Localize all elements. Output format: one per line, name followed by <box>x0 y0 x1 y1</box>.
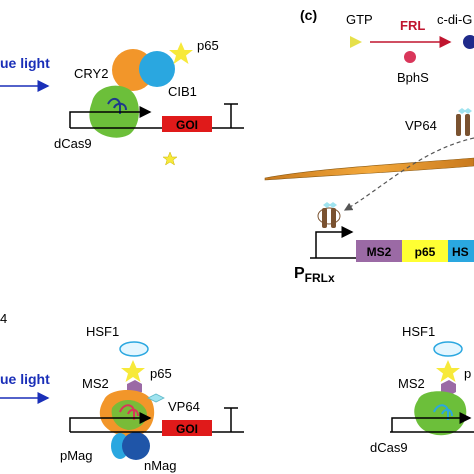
p65-label: p65 <box>197 38 219 53</box>
panel-marker: 4 <box>0 311 7 326</box>
terminator-2 <box>224 407 238 432</box>
p65-module <box>402 240 448 262</box>
panel-bottom-right: HSF1 p MS2 dCas9 <box>370 324 474 455</box>
panel-c-label: (c) <box>300 7 317 23</box>
p65-label-br: p <box>464 366 471 381</box>
blue-light-label-2: ue light <box>0 371 50 387</box>
panel-top-right: (c) GTP FRL BphS c-di-G VP64 <box>264 7 474 285</box>
goi-box <box>162 116 212 132</box>
promoter-arrow <box>69 106 152 128</box>
p65-module-label: p65 <box>415 245 436 259</box>
nmag-label: nMag <box>144 458 177 473</box>
gtp-label: GTP <box>346 12 373 27</box>
goi-label-2: GOI <box>176 422 198 436</box>
cib1-shape <box>139 51 175 87</box>
cry2-label: CRY2 <box>74 66 108 81</box>
ms2-label-br: MS2 <box>398 376 425 391</box>
ms2-label: MS2 <box>82 376 109 391</box>
cib1-label: CIB1 <box>168 84 197 99</box>
panel-top-left: ue light p65 CRY2 CIB1 dCas9 GOI <box>0 38 244 166</box>
terminator <box>224 103 238 128</box>
gtp-triangle <box>350 36 362 48</box>
vp64-label-2: VP64 <box>168 399 200 414</box>
panel-bottom-left: 4 ue light HSF1 p65 MS2 VP64 pMag nMag G… <box>0 311 244 473</box>
dcas9-label: dCas9 <box>54 136 92 151</box>
membrane-rod <box>264 157 474 181</box>
promoter-label: PFRLx <box>294 265 335 285</box>
vp64-diamond <box>147 393 165 403</box>
hsf-module <box>448 240 474 262</box>
hsf1-ring-br <box>433 341 463 357</box>
bphs-ball <box>404 51 416 63</box>
p65-label-2: p65 <box>150 366 172 381</box>
frl-label: FRL <box>400 18 425 33</box>
bphs-label: BphS <box>397 70 429 85</box>
ms2-module-label: MS2 <box>367 245 392 259</box>
dcas9-inner <box>111 399 147 430</box>
pmag-label: pMag <box>60 448 93 463</box>
hsf-module-label: HS <box>452 245 469 259</box>
promoter-arrow-br <box>391 412 472 432</box>
c-di-gmp-ball <box>463 35 474 49</box>
ms2-module <box>356 240 402 262</box>
bound-complex <box>317 202 341 228</box>
guide-rna <box>107 98 127 114</box>
product-label: c-di-G <box>437 12 472 27</box>
goi-box-2 <box>162 420 212 436</box>
hsf1-ring <box>119 341 149 357</box>
dashed-transport-arrow <box>343 137 474 211</box>
vp64-complex <box>456 108 472 136</box>
hsf1-label: HSF1 <box>86 324 119 339</box>
p65-star-2 <box>121 360 145 382</box>
p65-star <box>169 42 193 64</box>
p65-star-br <box>436 360 460 382</box>
guide-rna-br <box>433 404 453 420</box>
dcas9-label-br: dCas9 <box>370 440 408 455</box>
vp64-label: VP64 <box>405 118 437 133</box>
frl-promoter-arrow <box>315 226 354 258</box>
dcas9-shape-br <box>414 391 467 436</box>
nmag-shape <box>122 432 150 460</box>
small-star <box>162 151 178 166</box>
hsf1-label-br: HSF1 <box>402 324 435 339</box>
promoter-arrow-2 <box>69 412 152 432</box>
guide-rna-2 <box>119 404 139 420</box>
goi-label: GOI <box>176 118 198 132</box>
blue-light-label: ue light <box>0 55 50 71</box>
